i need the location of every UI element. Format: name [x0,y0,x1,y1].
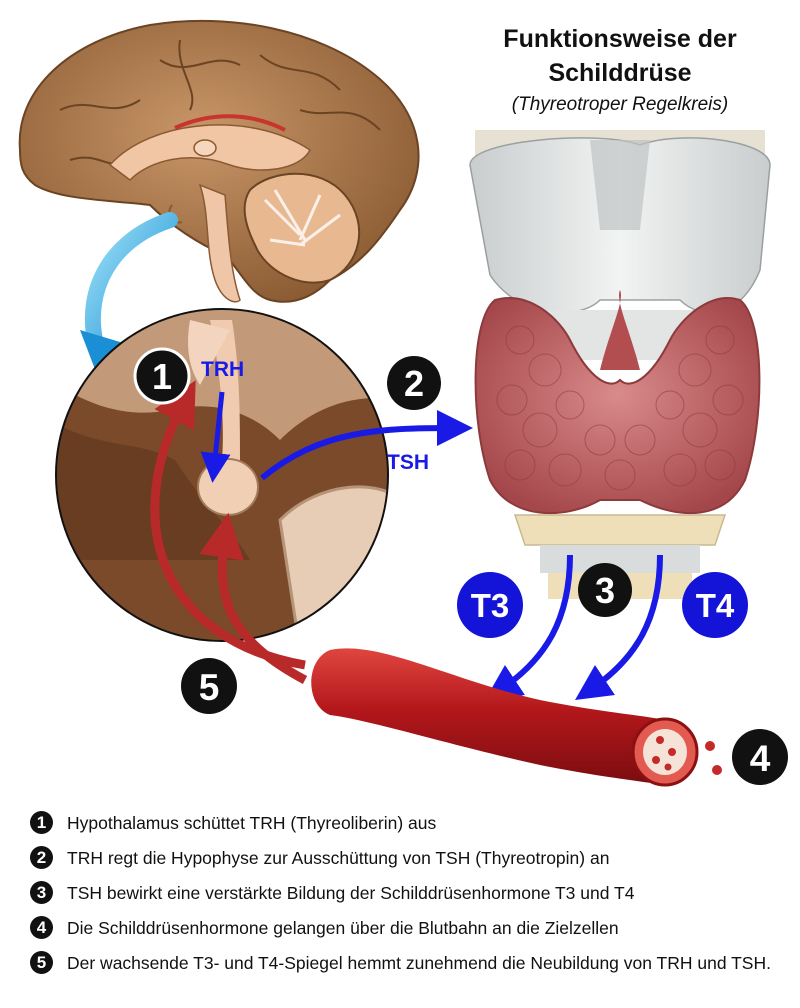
marker-5: 5 [181,658,237,714]
tsh-label: TSH [387,451,429,474]
thyroid-illustration [469,130,771,599]
legend-item-1: 1 Hypothalamus schüttet TRH (Thyreoliber… [30,811,790,834]
legend-number-1: 1 [30,811,53,834]
legend-number-2: 2 [30,846,53,869]
legend-item-3: 3 TSH bewirkt eine verstärkte Bildung de… [30,881,790,904]
marker-2: 2 [387,356,441,410]
marker-5-number: 5 [199,667,220,708]
title-subtitle: (Thyreotroper Regelkreis) [511,94,729,115]
feedback-arrows [150,380,308,684]
trh-arrow [200,391,231,483]
zoom-arrow [84,212,178,348]
t3-label: T3 [471,587,510,624]
legend-number-5: 5 [30,951,53,974]
legend-text-1: Hypothalamus schüttet TRH (Thyreoliberin… [67,813,437,833]
marker-4-number: 4 [750,738,771,779]
blood-vessel [311,648,722,787]
t4-badge: T4 [682,572,748,638]
legend-number-3: 3 [30,881,53,904]
marker-3: 3 [578,563,632,617]
marker-3-number: 3 [595,570,615,611]
marker-4: 4 [732,729,788,785]
t4-label: T4 [696,587,735,624]
marker-2-number: 2 [404,363,424,404]
legend-item-5: 5 Der wachsende T3- und T4-Spiegel hemmt… [30,951,790,974]
title-line-2: Schilddrüse [548,59,692,87]
zoom-arrowhead [80,330,130,372]
tsh-arrow [260,410,473,481]
thyroid-regulation-diagram: TRH TSH T3 T4 1 2 3 4 5 [18,19,788,787]
legend-text-5: Der wachsende T3- und T4-Spiegel hemmt z… [67,953,771,973]
legend-item-4: 4 Die Schilddrüsenhormone gelangen über … [30,916,790,939]
legend-number-4: 4 [30,916,53,939]
brain-illustration [18,19,420,303]
legend-text-2: TRH regt die Hypophyse zur Ausschüttung … [67,848,610,868]
marker-1: 1 [133,347,191,405]
trh-label: TRH [201,358,244,381]
t3-t4-arrows [485,554,663,700]
marker-1-number: 1 [152,356,172,397]
legend: 1 Hypothalamus schüttet TRH (Thyreoliber… [30,811,790,987]
legend-text-4: Die Schilddrüsenhormone gelangen über di… [67,918,619,938]
t3-badge: T3 [457,572,523,638]
title-line-1: Funktionsweise der [503,25,737,53]
legend-text-3: TSH bewirkt eine verstärkte Bildung der … [67,883,635,903]
diagram-title: Funktionsweise der Schilddrüse (Thyreotr… [455,22,785,118]
legend-item-2: 2 TRH regt die Hypophyse zur Ausschüttun… [30,846,790,869]
